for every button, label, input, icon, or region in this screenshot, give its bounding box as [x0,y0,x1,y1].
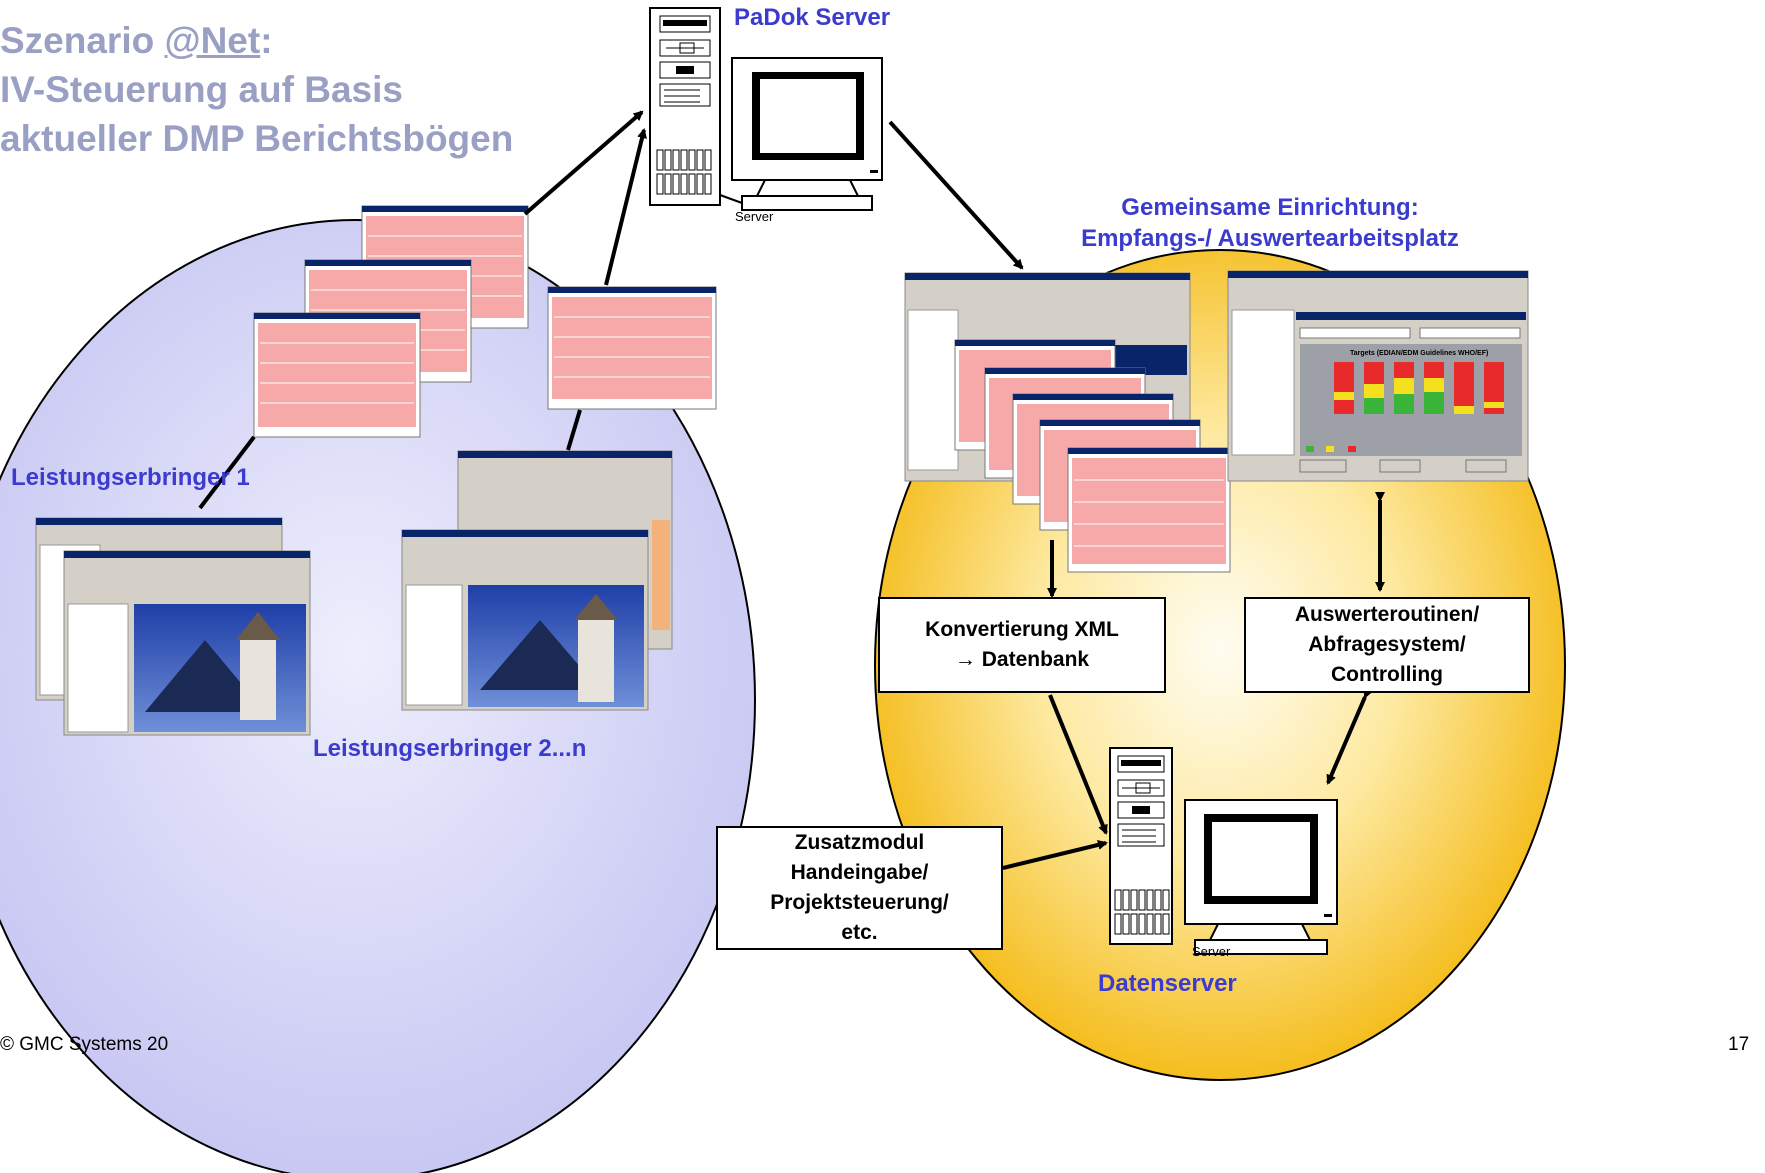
title-line2: IV-Steuerung auf Basis [0,69,403,110]
auswerteroutinen-box: Auswerteroutinen/ Abfragesystem/ Control… [1244,597,1530,693]
data-server-monitor [1184,799,1338,955]
gemeinsame-einrichtung-label: Gemeinsame Einrichtung: Empfangs-/ Auswe… [1028,192,1512,254]
stacked-bars [1334,362,1504,414]
server-caption-top: Server [735,209,774,224]
padok-server-label: PaDok Server [734,4,891,31]
slide-title: Szenario @Net: IV-Steuerung auf Basis ak… [0,16,513,163]
arrow-konvertierung-to-datenserver [1048,694,1108,835]
page-number: 17 [1728,1034,1750,1055]
zusatzmodul-box: Zusatzmodul Handeingabe/ Projektsteuerun… [716,826,1003,950]
leistungserbringer-1-label: Leistungserbringer 1 [11,464,250,491]
form-stack-left [253,205,529,438]
padok-server-monitor [719,57,883,211]
chart-title: Targets (EDIAN/EDM Guidelines WHO/EF) [1350,350,1488,357]
line-le2n-forms [566,409,582,451]
copyright-text: © GMC Systems 20 [0,1034,169,1055]
gemeinsame-line1: Gemeinsame Einrichtung: [1121,194,1419,221]
padok-server-tower [649,7,721,206]
connector-arrows [198,110,1385,870]
title-line1-prefix: Szenario [0,20,165,61]
received-forms-stack [954,339,1231,573]
auswerte-line2: Abfragesystem/ [1308,633,1466,656]
app-screenshot-le1 [35,517,311,736]
arrow-zusatz-to-datenserver [1002,840,1108,870]
title-link[interactable]: @Net [164,20,261,61]
konvertierung-line2: → Datenbank [954,648,1090,671]
app-screenshot-le2n [401,450,673,711]
title-line1-suffix: : [260,20,273,61]
form-single-right [547,286,717,410]
gemeinsame-line2: Empfangs-/ Auswertearbeitsplatz [1081,225,1459,252]
arrow-server-to-receiving [888,120,1024,270]
server-caption-bottom: Server [1192,944,1231,959]
arrow-le1-to-server [523,110,644,216]
evaluation-window: Targets (EDIAN/EDM Guidelines WHO/EF) [1227,270,1529,482]
leistungserbringer-2n-label: Leistungserbringer 2...n [313,735,587,762]
auswerte-line3: Controlling [1331,663,1443,686]
title-line3: aktueller DMP Berichtsbögen [0,118,514,159]
konvertierung-box: Konvertierung XML → Datenbank [878,597,1166,693]
zusatz-line4: etc. [841,921,878,944]
konvertierung-line1: Konvertierung XML [925,618,1119,641]
zusatz-line2: Handeingabe/ [790,861,929,884]
datenserver-label: Datenserver [1098,970,1237,997]
zusatz-line1: Zusatzmodul [794,831,925,854]
arrow-auswerte-datenserver [1326,687,1373,785]
zusatz-line3: Projektsteuerung/ [770,891,949,914]
line-le1-forms [198,435,256,510]
arrow-le2n-to-server [604,128,647,286]
data-server-tower [1109,747,1173,945]
auswerte-line1: Auswerteroutinen/ [1294,603,1480,626]
